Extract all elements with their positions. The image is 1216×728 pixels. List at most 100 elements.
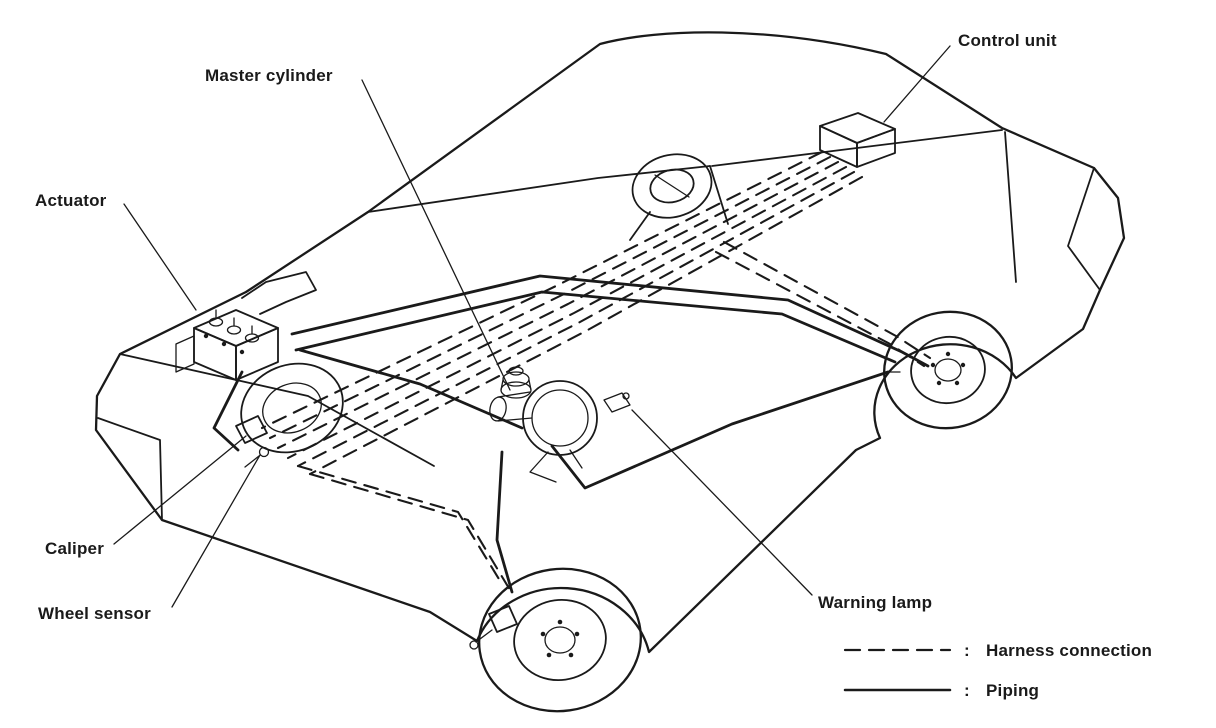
steering-spoke [654, 174, 690, 198]
reservoir-cap [502, 371, 530, 387]
lug-nut [568, 652, 574, 658]
harness-line [268, 155, 832, 440]
mc-bracket-right [569, 449, 583, 469]
reservoir-side-right [528, 379, 532, 391]
lug-nut [945, 351, 951, 357]
lug-nut [936, 380, 942, 386]
piping-line [290, 274, 930, 368]
rear-lug-nuts [930, 351, 966, 386]
lug-nut [540, 631, 546, 637]
actuator-sub-box [175, 335, 195, 373]
harness-branch-front-wheel [308, 472, 512, 592]
rear-wheel [883, 310, 1013, 430]
leader-lines [113, 45, 951, 608]
harness-branch-rear-wheel [714, 250, 926, 368]
steering-wheel [629, 153, 713, 241]
control-unit [819, 112, 896, 168]
label-caliper: Caliper [45, 539, 104, 558]
harness-branch-rear-wheel [722, 240, 932, 360]
diagram-art: Actuator Master cylinder Control unit Ca… [35, 31, 1152, 713]
dash-side-line [709, 165, 729, 225]
component-labels: Actuator Master cylinder Control unit Ca… [35, 31, 1057, 623]
piping-line [298, 348, 524, 430]
actuator-side-face [235, 327, 279, 381]
harness-line [308, 175, 864, 476]
wheel-housing-outer [240, 362, 344, 454]
lug-nut [574, 631, 580, 637]
brake-caliper [235, 415, 268, 444]
piping-line [294, 290, 897, 364]
solenoid-2 [226, 325, 242, 335]
front-tire [478, 567, 642, 713]
label-control-unit: Control unit [958, 31, 1057, 50]
rear-hub [934, 358, 962, 382]
steering-wheel-hub [649, 168, 695, 204]
piping-line [212, 370, 244, 452]
steering-wheel-rim [631, 153, 713, 219]
leader-actuator [123, 203, 197, 311]
front-wheel [469, 567, 642, 713]
lug-nut [930, 362, 936, 368]
steering-column [629, 211, 651, 241]
harness-line [276, 160, 840, 450]
actuator-bracket [241, 271, 317, 315]
wheel-housing-inner [262, 382, 322, 434]
front-rim [513, 598, 607, 682]
piping-line [495, 450, 514, 594]
front-brake-caliper [488, 605, 518, 633]
actuator-top-face [193, 309, 279, 347]
leader-warning-lamp [631, 409, 813, 596]
legend-separator-piping: : [964, 681, 970, 700]
cowl-line [367, 165, 711, 213]
front-far-wheel [235, 362, 344, 468]
rear-tire [883, 310, 1013, 430]
label-master-cylinder: Master cylinder [205, 66, 333, 85]
control-unit-front-face [819, 125, 858, 168]
bolt-dot [203, 333, 209, 339]
bolt-dot [239, 349, 245, 355]
leader-master-cylinder [361, 79, 511, 391]
front-sensor-wire [475, 629, 493, 643]
master-cylinder [489, 366, 631, 483]
warning-lamp-switch [603, 392, 631, 413]
harness-line [286, 165, 848, 460]
front-lug-nuts [540, 619, 580, 658]
leader-control-unit [883, 45, 951, 123]
front-bumper-line [97, 417, 163, 521]
front-sensor-body [469, 640, 479, 650]
brake-booster-outer [522, 380, 598, 456]
control-unit-top-face [819, 112, 896, 144]
legend-label-harness-connection: Harness connection [986, 641, 1152, 660]
control-unit-side-face [856, 128, 896, 168]
switch-terminal [622, 392, 630, 400]
front-hub [544, 626, 576, 654]
leader-wheel-sensor [171, 454, 261, 608]
lug-nut [546, 652, 552, 658]
reservoir-base [500, 381, 532, 399]
legend-label-piping: Piping [986, 681, 1039, 700]
piping-line [550, 370, 890, 490]
legend: : Harness connection : Piping [843, 641, 1152, 700]
lug-nut [954, 380, 960, 386]
mc-bracket-left [529, 451, 557, 483]
reservoir-side-left [500, 379, 504, 391]
brake-booster-inner [531, 389, 589, 447]
label-actuator: Actuator [35, 191, 107, 210]
car-silhouette [94, 31, 1126, 654]
actuator-unit [175, 271, 317, 381]
harness-connections [260, 150, 932, 592]
harness-line [260, 150, 824, 430]
legend-separator-harness: : [964, 641, 970, 660]
brake-piping [212, 274, 930, 594]
tail-line [1067, 167, 1101, 291]
rear-rim [910, 335, 986, 405]
wheel-sensor-wire [244, 455, 260, 468]
label-wheel-sensor: Wheel sensor [38, 604, 151, 623]
lug-nut [557, 619, 563, 625]
wheel-sensor-body [258, 446, 270, 458]
hood-crease-line [119, 353, 435, 467]
lug-nut [960, 362, 966, 368]
label-warning-lamp: Warning lamp [818, 593, 932, 612]
